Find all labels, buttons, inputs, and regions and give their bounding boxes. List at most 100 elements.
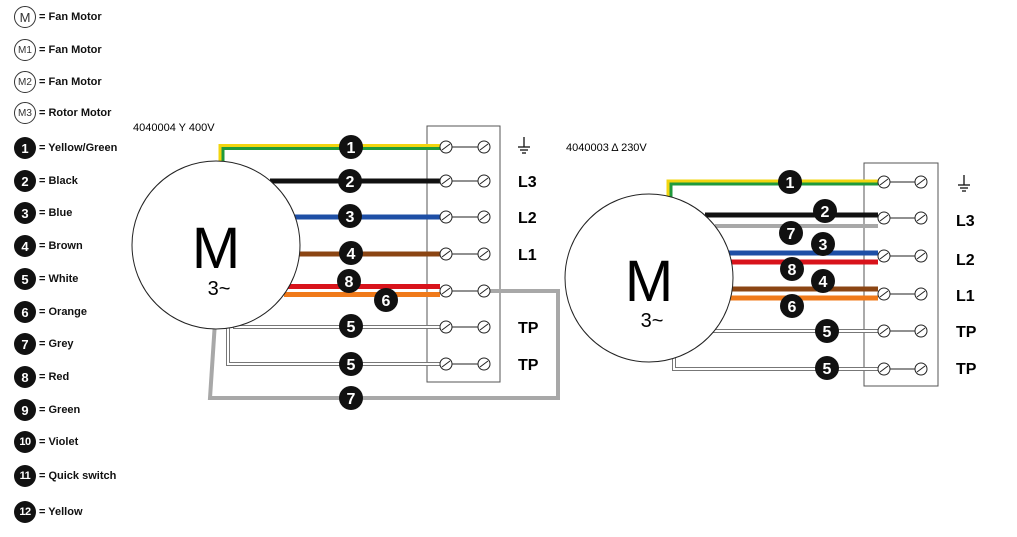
- right-terminal-screw-icon: [877, 175, 891, 189]
- left-label-tp1: TP: [518, 320, 539, 337]
- wire-number-label: 8: [788, 262, 797, 279]
- legend-item: 6= Orange: [14, 300, 87, 324]
- left-wire-white-1: [234, 322, 440, 328]
- wire-number-label: 1: [347, 140, 356, 157]
- wire-number-badge: 8: [14, 366, 36, 388]
- right-terminal-screw-icon: [914, 324, 928, 338]
- left-label-tp2: TP: [518, 357, 539, 374]
- legend-item: 7= Grey: [14, 332, 74, 356]
- wire-number-label: 6: [788, 299, 797, 316]
- left-ground-icon: [518, 137, 530, 154]
- left-label-l2: L2: [518, 210, 537, 227]
- left-caption: 4040004 Y 400V: [133, 122, 215, 134]
- legend-item: 12= Yellow: [14, 500, 83, 524]
- wire-number-label: 8: [345, 274, 354, 291]
- wire-number-badge: 7: [14, 333, 36, 355]
- left-terminal-screw-icon: [439, 140, 453, 154]
- wire-number-badge: 9: [14, 399, 36, 421]
- wire-number-marker: 8: [337, 269, 361, 293]
- wire-number-badge: 6: [14, 301, 36, 323]
- right-label-l2: L2: [956, 252, 975, 269]
- wire-number-marker: 5: [815, 319, 839, 343]
- legend-item-label: = Orange: [39, 306, 87, 318]
- right-terminal-screw-icon: [877, 324, 891, 338]
- right-terminal-screw-icon: [914, 249, 928, 263]
- wire-number-marker: 2: [338, 169, 362, 193]
- legend-item: M= Fan Motor: [14, 5, 102, 29]
- legend-item-label: = Blue: [39, 207, 73, 219]
- right-diagram: 4040003 Δ 230V M 3~ L3: [564, 142, 977, 387]
- legend-item-label: = Black: [39, 175, 78, 187]
- motor-symbol-icon: M2: [14, 71, 36, 93]
- right-terminal-labels: L3 L2 L1 TP TP: [956, 213, 977, 378]
- legend-item-label: = Quick switch: [39, 470, 117, 482]
- legend-item-label: = Fan Motor: [39, 76, 102, 88]
- wire-number-label: 7: [347, 391, 356, 408]
- right-ground-icon: [958, 175, 970, 192]
- legend-item-label: = Green: [39, 404, 81, 416]
- wire-number-label: 6: [382, 293, 391, 310]
- left-terminal-screw-icon: [477, 357, 491, 371]
- wire-number-badge: 10: [14, 431, 36, 453]
- legend-item: 1= Yellow/Green: [14, 136, 117, 160]
- legend-item-label: = Violet: [39, 436, 79, 448]
- wire-number-label: 5: [823, 324, 832, 341]
- wire-number-badge: 5: [14, 268, 36, 290]
- wire-number-marker: 7: [779, 221, 803, 245]
- wire-number-label: 2: [346, 174, 355, 191]
- wire-number-marker: 1: [778, 170, 802, 194]
- wire-number-marker: 1: [339, 135, 363, 159]
- legend-item: M1= Fan Motor: [14, 38, 102, 62]
- legend-item: 2= Black: [14, 169, 78, 193]
- wire-number-marker: 5: [815, 356, 839, 380]
- left-terminal-screw-icon: [477, 174, 491, 188]
- left-wire-grey: [207, 289, 560, 400]
- right-wire-yellow-green-green: [669, 182, 878, 200]
- right-terminals: [877, 175, 928, 376]
- right-label-l1: L1: [956, 288, 975, 305]
- wire-number-marker: 6: [780, 294, 804, 318]
- legend-item: 4= Brown: [14, 234, 83, 258]
- wire-number-label: 3: [346, 209, 355, 226]
- left-wire-white-2-outline: [226, 324, 440, 366]
- left-terminal-screw-icon: [439, 210, 453, 224]
- left-terminal-screw-icon: [477, 284, 491, 298]
- right-terminal-block: [863, 162, 939, 387]
- left-wire-yellow-green-yellow: [218, 144, 440, 164]
- legend-item: 8= Red: [14, 365, 69, 389]
- right-label-tp2: TP: [956, 361, 977, 378]
- left-terminal-screw-icon: [439, 174, 453, 188]
- wire-number-label: 3: [819, 237, 828, 254]
- left-wire-yellow-green-green: [221, 147, 440, 164]
- right-wire-yellow-green-yellow: [666, 179, 878, 200]
- right-terminal-screw-icon: [877, 287, 891, 301]
- wire-number-marker: 8: [780, 257, 804, 281]
- wire-number-badge: 11: [14, 465, 36, 487]
- wire-number-marker: 5: [339, 314, 363, 338]
- wire-number-badge: 12: [14, 501, 36, 523]
- left-terminal-screw-icon: [477, 247, 491, 261]
- left-terminal-screw-icon: [477, 320, 491, 334]
- right-motor-letter: M: [625, 249, 673, 314]
- legend-item: 5= White: [14, 267, 78, 291]
- wire-number-marker: 7: [339, 386, 363, 410]
- wire-number-marker: 4: [339, 241, 363, 265]
- wire-number-label: 1: [786, 175, 795, 192]
- legend-item-label: = Brown: [39, 240, 83, 252]
- left-terminal-screw-icon: [439, 320, 453, 334]
- wire-number-label: 5: [823, 361, 832, 378]
- right-terminal-screw-icon: [914, 175, 928, 189]
- right-terminal-screw-icon: [914, 211, 928, 225]
- left-terminal-screw-icon: [439, 284, 453, 298]
- right-terminal-screw-icon: [914, 287, 928, 301]
- motor-symbol-icon: M3: [14, 102, 36, 124]
- left-wire-white-2: [227, 324, 440, 365]
- legend-item: 11= Quick switch: [14, 464, 116, 488]
- right-motor: [564, 193, 734, 363]
- wire-number-marker: 3: [338, 204, 362, 228]
- legend-item-label: = Fan Motor: [39, 11, 102, 23]
- legend-item: 10= Violet: [14, 430, 78, 454]
- left-terminal-screw-icon: [477, 140, 491, 154]
- legend-item-label: = Fan Motor: [39, 44, 102, 56]
